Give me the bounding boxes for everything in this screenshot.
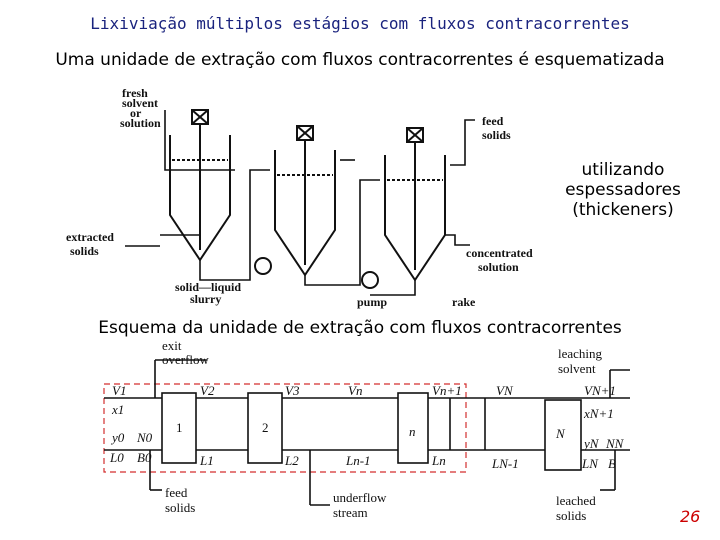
stage-scheme-stream-labels-B-text: B — [608, 456, 616, 471]
exit-overflow-label: exit — [162, 338, 182, 353]
stage-scheme-stream-labels-LN-1-text: LN-1 — [491, 456, 519, 471]
leached-solids-label: leached — [556, 493, 596, 508]
thickener-figure-labels-fresh-solvent-3-text: solution — [120, 116, 161, 130]
thickener-note: utilizando espessadores (thickeners) — [548, 160, 698, 220]
stage-1-box — [161, 392, 197, 464]
stage-scheme-stream-labels-VN1-text: VN+1 — [584, 383, 616, 398]
stage-N-box — [544, 399, 582, 471]
stage-scheme-stream-labels-Ln-text: Ln — [431, 453, 446, 468]
side-note-1-text: espessadores — [565, 180, 681, 200]
page-number: 26 — [680, 507, 701, 526]
slide-subtitle: Uma unidade de extração com fluxos contr… — [55, 50, 665, 70]
rake-label: rake — [452, 295, 476, 309]
stage-scheme-stages-2-text: n — [409, 424, 416, 439]
underflow-stream-label: underflow — [333, 490, 387, 505]
stage-scheme-labels-leached-solids-1-text: solids — [556, 508, 586, 523]
thickener-tank-3 — [384, 127, 446, 282]
stage-scheme-stream-labels-V2-text: V2 — [200, 383, 215, 398]
stage-scheme-labels-underflow-stream-1-text: stream — [333, 505, 368, 520]
stage-scheme-stream-labels-L2-text: L2 — [284, 453, 299, 468]
stream-labels: V1 x1 y0 N0 L0 B0 V2 L1 V3 L2 Vn Vn+1 Ln… — [109, 383, 625, 471]
thickener-figure-labels-concentrated-solution-1-text: solution — [478, 260, 519, 274]
stage-scheme-stream-labels-N0-text: N0 — [136, 430, 153, 445]
feed-solids-label: feed — [482, 114, 504, 128]
scheme-caption: Esquema da unidade de extração com fluxo… — [98, 318, 622, 338]
stage-scheme-stream-labels-x1-text: x1 — [111, 402, 124, 417]
scheme-labels: exit overflow leaching solvent feed soli… — [162, 338, 603, 523]
stage-scheme-stream-labels-yN-text: yN — [582, 436, 600, 451]
stage-scheme-stream-labels-VN-text: VN — [496, 383, 514, 398]
feed-solids-label: feed — [165, 485, 188, 500]
stage-scheme-stream-labels-Vn1-text: Vn+1 — [432, 383, 462, 398]
stage-scheme-stream-labels-V3-text: V3 — [285, 383, 300, 398]
stage-scheme-stream-labels-L0-text: L0 — [109, 450, 124, 465]
stage-scheme-stages-1-text: 2 — [262, 420, 269, 435]
concentrated-solution-label: concentrated — [466, 246, 533, 260]
stage-scheme-stream-labels-B0-text: B0 — [137, 450, 152, 465]
thickener-figure-labels-fresh-solvent-2-text: or — [130, 106, 142, 120]
stage-scheme-labels-leaching-solvent-1-text: solvent — [558, 361, 596, 376]
stage-scheme-labels-exit-overflow-1-text: overflow — [162, 352, 210, 367]
stage-2-box — [247, 392, 283, 464]
leaching-solvent-label: leaching — [558, 346, 603, 361]
stage-scheme-labels-feed-solids-1-text: solids — [165, 500, 195, 515]
thickener-figure-labels-fresh-solvent-1-text: solvent — [122, 96, 158, 110]
stage-scheme-stream-labels-V1-text: V1 — [112, 383, 126, 398]
stage-n-box — [397, 392, 429, 464]
stage-scheme-stream-labels-Ln-1-text: Ln-1 — [345, 453, 371, 468]
thickener-figure-labels-extracted-solids-1-text: solids — [70, 244, 99, 258]
stage-labels: 1 2 n N — [176, 420, 566, 441]
side-note-2-text: (thickeners) — [572, 200, 674, 220]
stage-scheme-stream-labels-LN-text: LN — [581, 456, 599, 471]
side-note-0-text: utilizando — [581, 160, 665, 180]
stage-scheme-stream-labels-y0-text: y0 — [110, 430, 125, 445]
stage-scheme-stream-labels-NN-text: NN — [605, 436, 625, 451]
pump-label: pump — [357, 295, 387, 309]
extracted-solids-label: extracted — [66, 230, 114, 244]
stage-scheme-stream-labels-Vn-text: Vn — [348, 383, 362, 398]
thickener-figure-labels-solid-liquid-slurry-1-text: slurry — [190, 292, 221, 306]
thickener-labels: fresh solvent or solution feed solids ex… — [66, 86, 533, 309]
slurry-label: solid—liquid — [175, 280, 241, 294]
thickener-tank-2 — [274, 125, 336, 277]
stage-scheme-stages-3-text: N — [555, 426, 566, 441]
stage-scheme-stages-0-text: 1 — [176, 420, 183, 435]
stage-scheme-stream-labels-xN1-text: xN+1 — [583, 406, 614, 421]
fresh-solvent-label: fresh — [122, 86, 148, 100]
slide-title: Lixiviação múltiplos estágios com fluxos… — [90, 14, 630, 33]
thickener-figure-labels-feed-solids-1-text: solids — [482, 128, 511, 142]
stage-scheme-stream-labels-L1-text: L1 — [199, 453, 214, 468]
